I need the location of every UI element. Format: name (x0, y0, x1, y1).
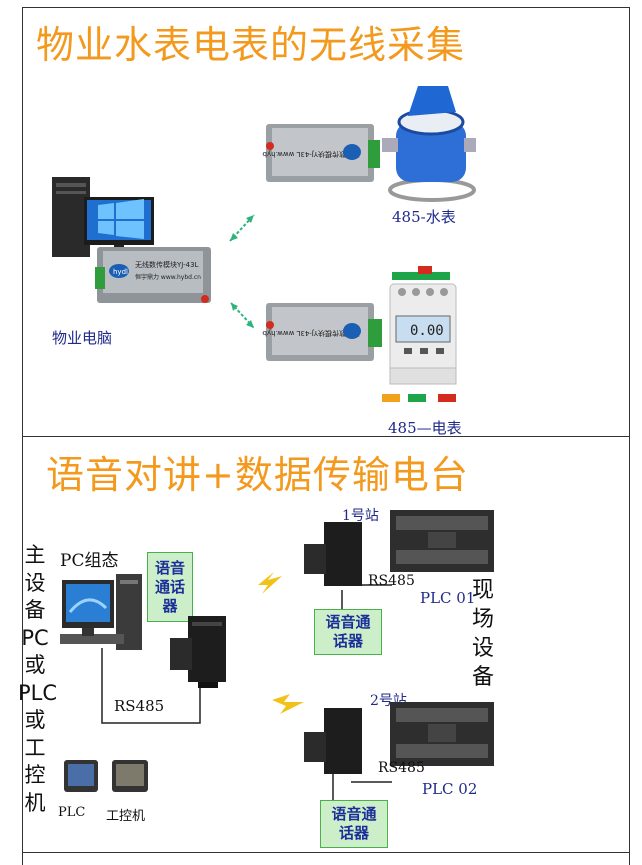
master-device-label: 主 设 备 PC 或 PLC 或 工 控 机 (18, 542, 58, 817)
voice-box-top: 语音通话器 (314, 609, 382, 655)
svg-text:0.00: 0.00 (410, 323, 444, 339)
water-meter-icon (378, 82, 478, 204)
section-divider-bottom (22, 852, 629, 853)
field-char: 场 (471, 607, 494, 632)
radio-left-icon (168, 612, 238, 690)
voice-box-left-text: 语音通话器 (154, 558, 185, 615)
plc-station1-icon (388, 500, 500, 580)
master-char: 或 (24, 653, 46, 677)
voice-box-bottom-text: 语音通话器 (331, 805, 377, 842)
master-char: PLC (18, 680, 58, 705)
station1-label: 1号站 (342, 508, 379, 524)
wireless-module-meter: 无线数传模块YJ-43L www.hybd.cn (262, 297, 386, 367)
electric-meter-label: 485—电表 (388, 419, 462, 437)
svg-text:hydl: hydl (113, 268, 128, 276)
wireless-module-pc: hydl 无线数传模块YJ-43L 恒宇鼎力 www.hybd.cn (95, 245, 215, 307)
master-char: 或 (24, 708, 46, 732)
section-divider (22, 436, 629, 437)
plc-screen-icon (62, 756, 100, 796)
svg-text:恒宇鼎力 www.hybd.cn: 恒宇鼎力 www.hybd.cn (135, 273, 201, 281)
rs485-left-label: RS485 (114, 697, 165, 715)
svg-text:无线数传模块YJ-43L www.hybd.cn: 无线数传模块YJ-43L www.hybd.cn (262, 329, 360, 338)
svg-text:无线数传模块YJ-43L: 无线数传模块YJ-43L (135, 260, 199, 269)
plc-station2-icon (388, 692, 500, 774)
water-meter-label: 485-水表 (392, 208, 456, 226)
master-char: PC (21, 625, 49, 650)
master-char: 机 (24, 790, 46, 815)
section2-title: 语音对讲+数据传输电台 (46, 453, 469, 497)
rs485-top-label: RS485 (368, 573, 415, 589)
rs485-bottom-label: RS485 (378, 760, 425, 776)
section1-title: 物业水表电表的无线采集 (36, 23, 466, 67)
master-char: 备 (24, 598, 46, 622)
plc2-label: PLC 02 (422, 780, 478, 798)
radio-station2-icon (302, 704, 372, 782)
ipc-caption: 工控机 (106, 809, 146, 824)
master-char: 控 (24, 763, 46, 787)
field-device-label: 现 场 设 备 (466, 576, 500, 692)
master-pc-icon (58, 568, 148, 660)
master-char: 主 (24, 543, 46, 567)
voice-box-top-text: 语音通话器 (325, 613, 371, 650)
field-char: 现 (471, 578, 494, 603)
field-char: 备 (471, 665, 494, 690)
voice-box-bottom: 语音通话器 (320, 800, 388, 848)
field-char: 设 (471, 636, 494, 661)
master-char: 设 (24, 570, 46, 595)
computer-icon (48, 175, 168, 265)
wireless-module-water: 无线数传模块YJ-43L www.hybd.cn (262, 118, 384, 188)
radio-station1-icon (302, 518, 372, 594)
plc-caption: PLC (58, 805, 86, 820)
plc1-label: PLC 01 (420, 589, 476, 607)
voice-box-left: 语音通话器 (147, 552, 193, 622)
electric-meter-icon: 0.00 (378, 264, 468, 414)
table-top-border (22, 7, 629, 8)
pc-label: 物业电脑 (52, 329, 113, 347)
master-char: 工 (24, 735, 46, 760)
ipc-screen-icon (110, 756, 150, 796)
pc-config-label: PC组态 (60, 551, 119, 571)
svg-text:无线数传模块YJ-43L www.hybd.cn: 无线数传模块YJ-43L www.hybd.cn (262, 150, 360, 159)
